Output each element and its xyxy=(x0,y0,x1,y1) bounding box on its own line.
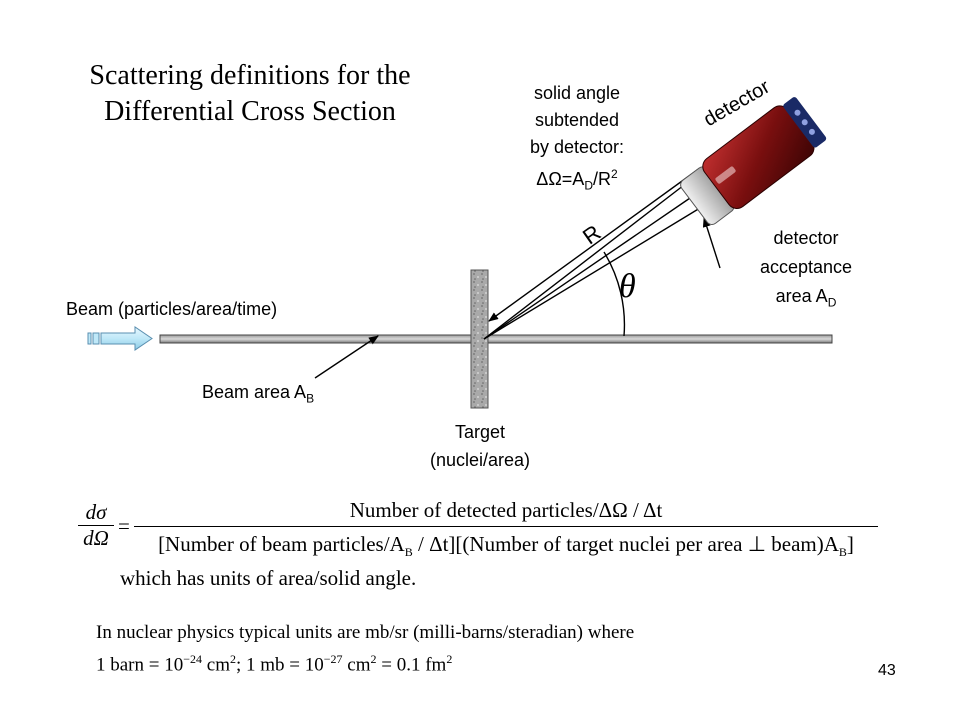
beam-area-pointer xyxy=(314,335,379,379)
target-label: Target (nuclei/area) xyxy=(429,422,531,470)
r-distance-arrow xyxy=(488,167,701,322)
target-foil xyxy=(470,269,489,409)
formula-units-note: which has units of area/solid angle. xyxy=(120,566,417,590)
formula-denominator: [Number of beam particles/AB / Δt][(Numb… xyxy=(158,532,854,560)
title-line-1: Scattering definitions for the xyxy=(89,60,411,91)
formula-lhs: dσ dΩ xyxy=(78,500,114,551)
formula-fraction-bar xyxy=(134,526,878,527)
detector-icon xyxy=(680,97,827,225)
theta-arc xyxy=(603,251,626,337)
theta-label: θ xyxy=(619,268,636,305)
page-number: 43 xyxy=(878,662,896,679)
formula-numerator: Number of detected particles/ΔΩ / Δt xyxy=(349,498,663,522)
beam-line xyxy=(159,334,833,344)
beam-area-label: Beam area AB xyxy=(202,382,315,406)
title-line-2: Differential Cross Section xyxy=(104,96,396,127)
formula-equals: = xyxy=(118,514,130,538)
scattered-rays xyxy=(483,181,701,340)
acceptance-pointer xyxy=(702,217,721,269)
beam-label: Beam (particles/area/time) xyxy=(66,299,278,319)
units-note-line-1: In nuclear physics typical units are mb/… xyxy=(96,622,635,643)
units-note-line-2: 1 barn = 10−24 cm2; 1 mb = 10−27 cm2 = 0… xyxy=(96,652,453,676)
slide-title: Scattering definitions for the Different… xyxy=(40,58,460,130)
acceptance-label: detector acceptance area AD xyxy=(759,228,853,310)
beam-direction-arrow xyxy=(87,326,153,351)
solid-angle-label: solid angle subtended by detector: ΔΩ=AD… xyxy=(529,83,625,193)
